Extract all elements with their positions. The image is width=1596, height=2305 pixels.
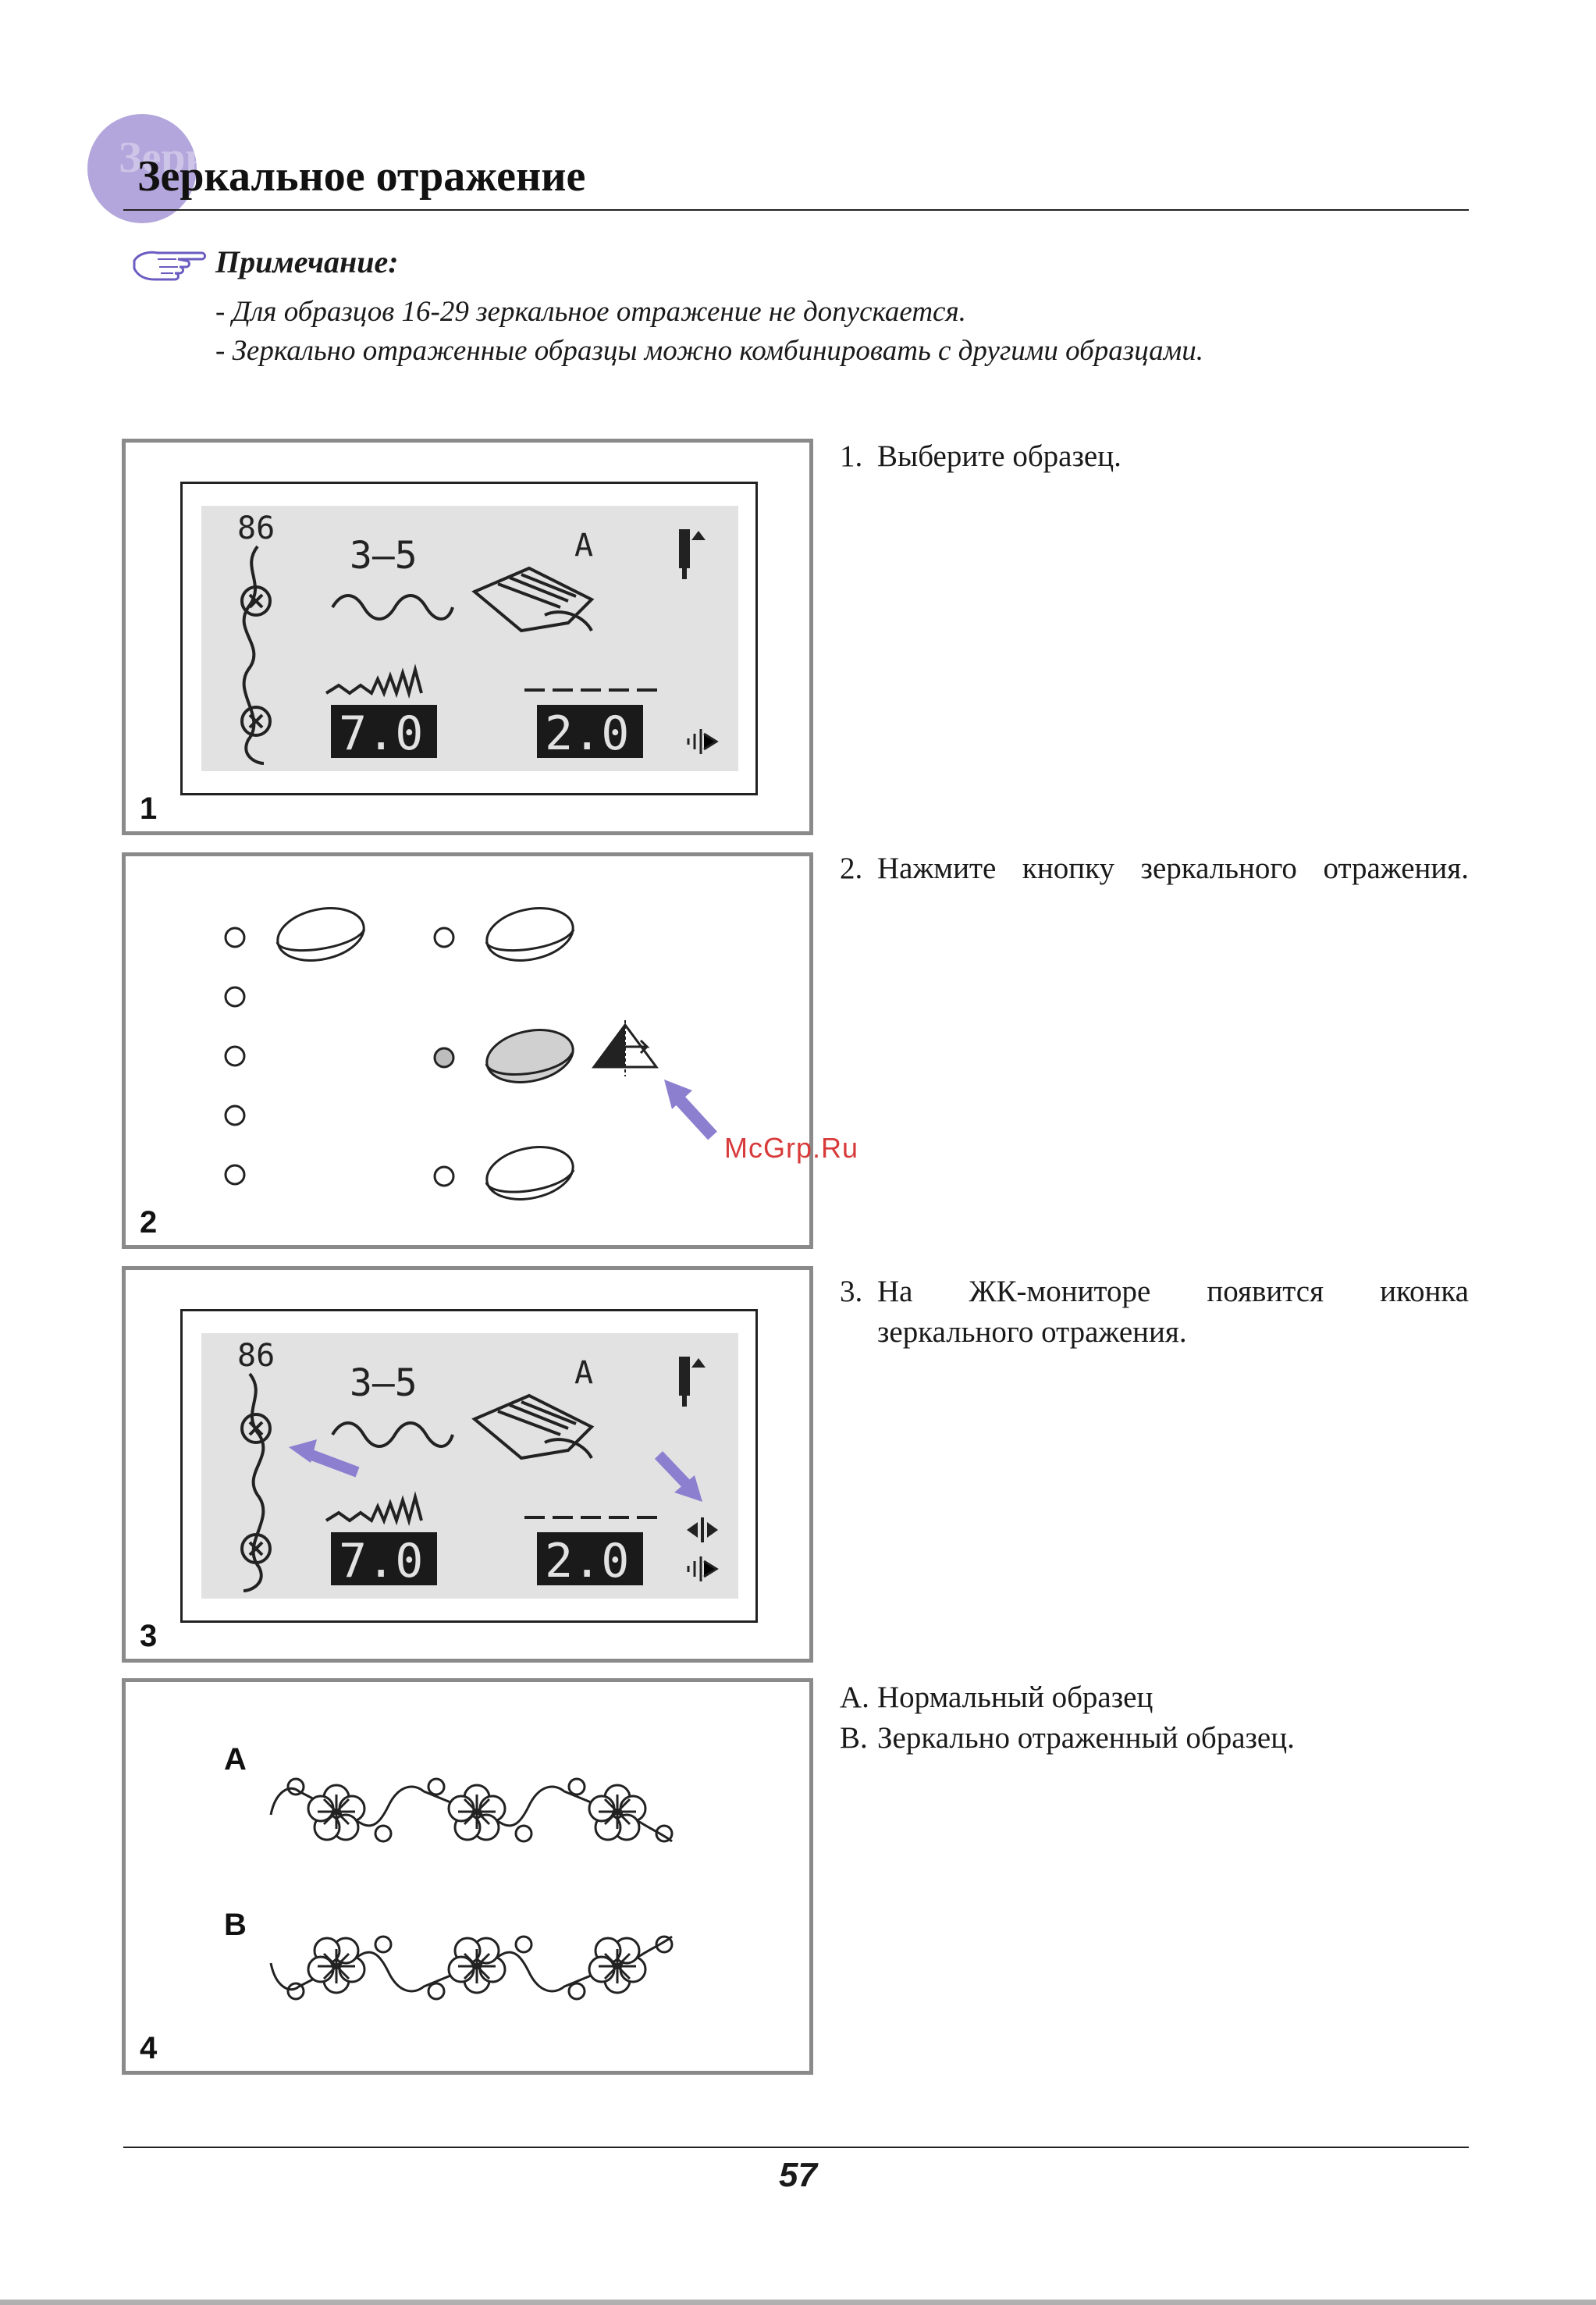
label-a: A xyxy=(224,1742,247,1777)
lcd-stitch-icon xyxy=(331,1421,454,1448)
flower-icon xyxy=(307,1937,366,1994)
step-word: ЖК-мониторе xyxy=(969,1275,1151,1308)
panel-button xyxy=(485,1146,574,1201)
indicator-led xyxy=(433,927,455,948)
step-text: Выберите образец. xyxy=(877,439,1121,473)
step-number: 2. xyxy=(840,852,863,885)
watermark: McGrp.Ru xyxy=(724,1132,859,1164)
lcd-pattern-number: 86 xyxy=(237,1338,275,1374)
feed-icon xyxy=(687,729,719,754)
flower-icon xyxy=(307,1784,366,1841)
title-accent-circle xyxy=(87,114,197,223)
lcd-frame: 86 3–5 A xyxy=(180,1309,758,1623)
page-title: Зеркальное отражение xyxy=(137,152,586,201)
needle-up-icon xyxy=(679,529,706,579)
step-text: Нормальный образец xyxy=(877,1681,1153,1714)
step-number: 3. xyxy=(840,1275,863,1308)
step-4a: A.Нормальный образец xyxy=(840,1680,1153,1715)
figure-1-panel: 86 3–5 A xyxy=(122,439,813,835)
figure-number: 4 xyxy=(140,2031,158,2065)
figure-number: 1 xyxy=(140,791,158,826)
step-word: отражения. xyxy=(1323,852,1469,885)
panel-button xyxy=(276,907,365,962)
indicator-led-active xyxy=(433,1047,455,1069)
presser-foot-icon xyxy=(471,1393,595,1460)
step-number: 1. xyxy=(840,439,863,473)
figure-4-panel: A B xyxy=(122,1678,813,2075)
note-heading: Примечание: xyxy=(215,244,399,279)
label-b: B xyxy=(224,1908,247,1942)
step-3-continued: зеркального отражения. xyxy=(877,1315,1187,1349)
lcd-screen: 86 3–5 A xyxy=(201,506,738,771)
step-word: На xyxy=(877,1275,913,1308)
mirror-icon xyxy=(592,1020,659,1076)
needle-up-icon xyxy=(679,1357,706,1407)
note-line: - Зеркально отраженные образцы можно ком… xyxy=(215,335,1204,367)
length-value-box xyxy=(537,705,643,758)
indicator-led xyxy=(433,1165,455,1187)
mirror-button xyxy=(485,1029,574,1083)
mirrored-pattern xyxy=(269,1935,674,2001)
flower-icon xyxy=(447,1937,507,1994)
lcd-pattern-icon xyxy=(240,545,272,765)
lcd-range: 3–5 xyxy=(350,534,418,578)
step-1: 1. Выберите образец. xyxy=(840,439,1121,474)
step-2: 2. Нажмите кнопку зеркального отражения. xyxy=(840,851,1469,886)
step-4b: B. Зеркально отраженный образец. xyxy=(840,1720,1295,1755)
step-word: кнопку xyxy=(1022,852,1114,885)
arrow-icon xyxy=(664,1080,717,1140)
step-word: появится xyxy=(1207,1275,1324,1308)
lcd-pattern-number: 86 xyxy=(237,510,275,546)
zigzag-width-icon xyxy=(325,663,423,699)
indicator-led xyxy=(224,927,246,948)
width-value-box xyxy=(331,705,437,758)
length-value: 2.0 xyxy=(545,1534,629,1588)
step-3: 3. На ЖК-мониторе появится иконка xyxy=(840,1274,1469,1309)
mirror-lcd-icon xyxy=(687,1517,718,1542)
feed-icon xyxy=(687,1556,719,1581)
arrow-icon xyxy=(289,1439,360,1478)
flower-icon xyxy=(588,1784,647,1841)
bottom-strip xyxy=(0,2300,1596,2305)
presser-foot-icon xyxy=(471,566,595,633)
figure-2-panel: 2 xyxy=(122,852,813,1249)
step-word: Нажмите xyxy=(877,852,997,885)
pointing-hand-icon xyxy=(131,244,209,291)
lcd-foot-label: A xyxy=(574,528,593,564)
width-value-box xyxy=(331,1532,437,1585)
note-line: - Для образцов 16-29 зеркальное отражени… xyxy=(215,296,966,328)
lcd-stitch-icon xyxy=(331,594,454,621)
lcd-pattern-icon xyxy=(240,1372,272,1592)
figure-number: 2 xyxy=(140,1205,158,1240)
step-word: зеркального xyxy=(1140,852,1297,885)
indicator-led xyxy=(224,1045,246,1067)
zigzag-width-icon xyxy=(325,1491,423,1527)
figure-3-panel: 86 3–5 A xyxy=(122,1266,813,1663)
page-number: 57 xyxy=(779,2156,817,2194)
width-value: 7.0 xyxy=(339,1534,423,1588)
step-word: иконка xyxy=(1380,1275,1469,1308)
panel-button xyxy=(485,907,574,962)
width-value: 7.0 xyxy=(339,706,423,761)
step-number: B. xyxy=(840,1721,868,1755)
title-shadow: Зеркальное отражение xyxy=(119,133,567,182)
indicator-led xyxy=(224,1164,246,1186)
arrow-icon xyxy=(654,1451,702,1502)
figure-number: 3 xyxy=(140,1619,158,1653)
footer-rule xyxy=(123,2147,1469,2148)
lcd-frame: 86 3–5 A xyxy=(180,482,758,795)
lcd-screen: 86 3–5 A xyxy=(201,1333,738,1599)
lcd-range: 3–5 xyxy=(350,1361,418,1405)
step-text: Зеркально отраженный образец. xyxy=(877,1721,1295,1755)
flower-icon xyxy=(447,1784,507,1841)
lcd-foot-label: A xyxy=(574,1355,593,1391)
normal-pattern xyxy=(269,1777,674,1843)
length-value-box xyxy=(537,1532,643,1585)
step-number: A. xyxy=(840,1681,869,1714)
indicator-led xyxy=(224,1104,246,1126)
indicator-led xyxy=(224,986,246,1008)
length-value: 2.0 xyxy=(545,706,629,761)
header-rule xyxy=(123,209,1469,211)
flower-icon xyxy=(588,1937,647,1994)
